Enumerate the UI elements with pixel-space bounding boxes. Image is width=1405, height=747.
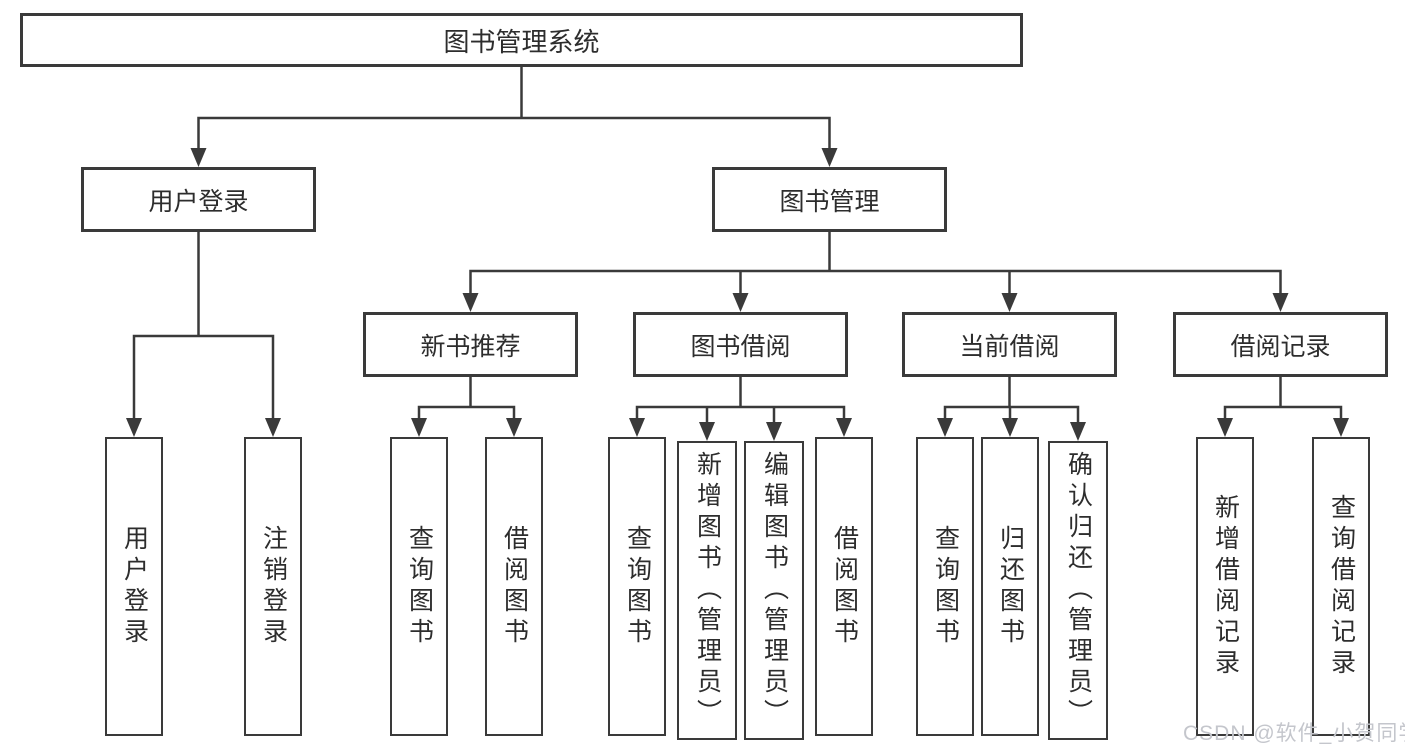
node-leaf-add-book-admin: 新增图书（管理员） xyxy=(677,441,737,740)
leaf-label: 借阅图书 xyxy=(500,524,529,649)
node-leaf-logout: 注销登录 xyxy=(244,437,302,736)
leaf-label: 查询借阅记录 xyxy=(1327,493,1356,680)
node-leaf-return-book: 归还图书 xyxy=(981,437,1039,736)
node-leaf-query-books-current: 查询图书 xyxy=(916,437,974,736)
node-user-login: 用户登录 xyxy=(81,167,316,232)
arrowhead xyxy=(937,418,953,437)
arrowhead xyxy=(506,418,522,437)
node-borrow-records: 借阅记录 xyxy=(1173,312,1388,377)
leaf-label: 查询图书 xyxy=(931,524,960,649)
leaf-label: 用户登录 xyxy=(120,524,149,649)
node-leaf-borrow-books-recommend: 借阅图书 xyxy=(485,437,543,736)
leaf-label: 查询图书 xyxy=(405,524,434,649)
arrowhead xyxy=(821,148,838,167)
node-leaf-confirm-return-admin: 确认归还（管理员） xyxy=(1048,441,1108,740)
node-leaf-query-borrow-record: 查询借阅记录 xyxy=(1312,437,1370,736)
arrowhead xyxy=(629,418,645,437)
node-leaf-edit-book-admin: 编辑图书（管理员） xyxy=(744,441,804,740)
leaf-label: 新增借阅记录 xyxy=(1211,493,1240,680)
edge-recommend-branch xyxy=(417,405,516,423)
leaf-label: 借阅图书 xyxy=(830,524,859,649)
edge-current-branch xyxy=(943,405,1080,427)
node-current-borrow: 当前借阅 xyxy=(902,312,1117,377)
edge-login-branch xyxy=(132,334,275,423)
arrowhead xyxy=(1272,293,1289,312)
arrowhead xyxy=(699,422,715,441)
edge-borrow-branch xyxy=(635,405,846,423)
leaf-label: 确认归还（管理员） xyxy=(1064,451,1093,730)
arrowhead xyxy=(190,148,207,167)
edge-root-branch xyxy=(197,116,831,152)
node-leaf-borrow-book: 借阅图书 xyxy=(815,437,873,736)
node-leaf-query-books-recommend: 查询图书 xyxy=(390,437,448,736)
node-leaf-add-borrow-record: 新增借阅记录 xyxy=(1196,437,1254,736)
leaf-label: 新增图书（管理员） xyxy=(693,451,722,730)
node-leaf-user-login: 用户登录 xyxy=(105,437,163,736)
arrowhead xyxy=(1002,418,1018,437)
edge-records-branch xyxy=(1223,405,1343,423)
node-leaf-query-books-borrow: 查询图书 xyxy=(608,437,666,736)
arrowhead xyxy=(265,418,281,437)
arrowhead xyxy=(766,422,782,441)
leaf-label: 查询图书 xyxy=(623,524,652,649)
arrowhead xyxy=(1070,422,1086,441)
arrowhead xyxy=(1217,418,1233,437)
edge-mgmt-branch xyxy=(469,269,1282,298)
leaf-label: 编辑图书（管理员） xyxy=(760,451,789,730)
arrowhead xyxy=(462,293,479,312)
csdn-watermark: CSDN @软件_小贺同学 xyxy=(1183,722,1405,745)
arrowhead xyxy=(411,418,427,437)
arrowhead xyxy=(1333,418,1349,437)
arrowhead xyxy=(836,418,852,437)
leaf-label: 归还图书 xyxy=(996,524,1025,649)
arrowhead xyxy=(1001,293,1018,312)
node-new-book-recommend: 新书推荐 xyxy=(363,312,578,377)
node-book-borrow: 图书借阅 xyxy=(633,312,848,377)
arrowhead xyxy=(126,418,142,437)
leaf-label: 注销登录 xyxy=(259,524,288,649)
node-system-root: 图书管理系统 xyxy=(20,13,1023,67)
arrowhead xyxy=(732,293,749,312)
node-book-management: 图书管理 xyxy=(712,167,947,232)
